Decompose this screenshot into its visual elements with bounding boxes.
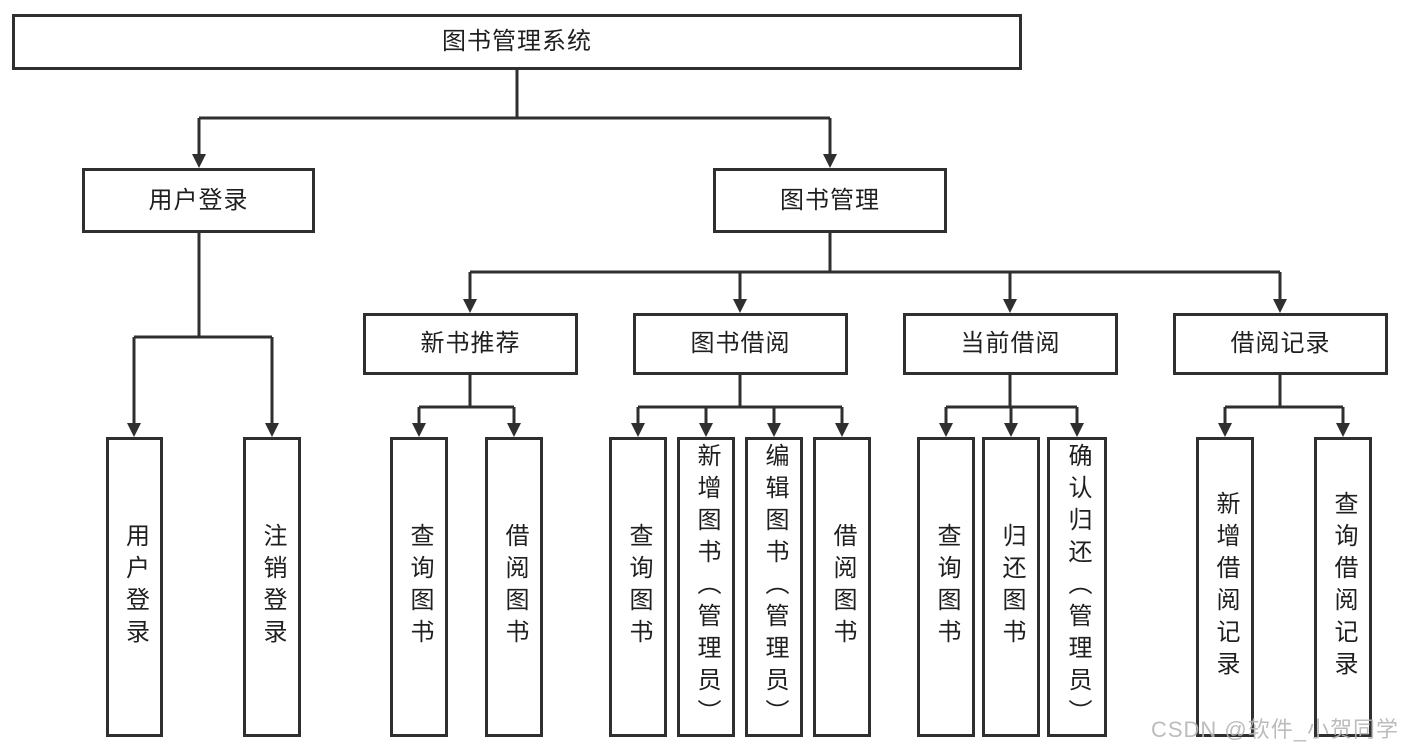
node-new-book-recommendation: 新书推荐 xyxy=(363,313,578,375)
node-borrowing-records: 借阅记录 xyxy=(1173,313,1388,375)
leaf-query-books: 查询图书 xyxy=(609,437,667,737)
leaf-return-books: 归还图书 xyxy=(982,437,1040,737)
node-current-borrowing: 当前借阅 xyxy=(903,313,1118,375)
node-book-management: 图书管理 xyxy=(713,168,947,233)
leaf-user-login: 用户登录 xyxy=(106,437,163,737)
leaf-query-borrowing-record: 查询借阅记录 xyxy=(1314,437,1372,737)
leaf-add-borrowing-record: 新增借阅记录 xyxy=(1196,437,1254,737)
leaf-query-books: 查询图书 xyxy=(917,437,975,737)
node-book-borrowing: 图书借阅 xyxy=(633,313,848,375)
leaf-edit-books-admin: 编辑图书（管理员） xyxy=(745,437,803,737)
leaf-add-books-admin: 新增图书（管理员） xyxy=(677,437,735,737)
node-user-login: 用户登录 xyxy=(82,168,315,233)
leaf-confirm-return-admin: 确认归还（管理员） xyxy=(1047,437,1107,737)
leaf-borrow-books: 借阅图书 xyxy=(485,437,543,737)
leaf-logout-login: 注销登录 xyxy=(243,437,301,737)
node-library-management-system: 图书管理系统 xyxy=(12,14,1022,70)
leaf-query-books: 查询图书 xyxy=(390,437,448,737)
leaf-borrow-books: 借阅图书 xyxy=(813,437,871,737)
watermark-text: CSDN @软件_小贺同学 xyxy=(1150,717,1399,742)
